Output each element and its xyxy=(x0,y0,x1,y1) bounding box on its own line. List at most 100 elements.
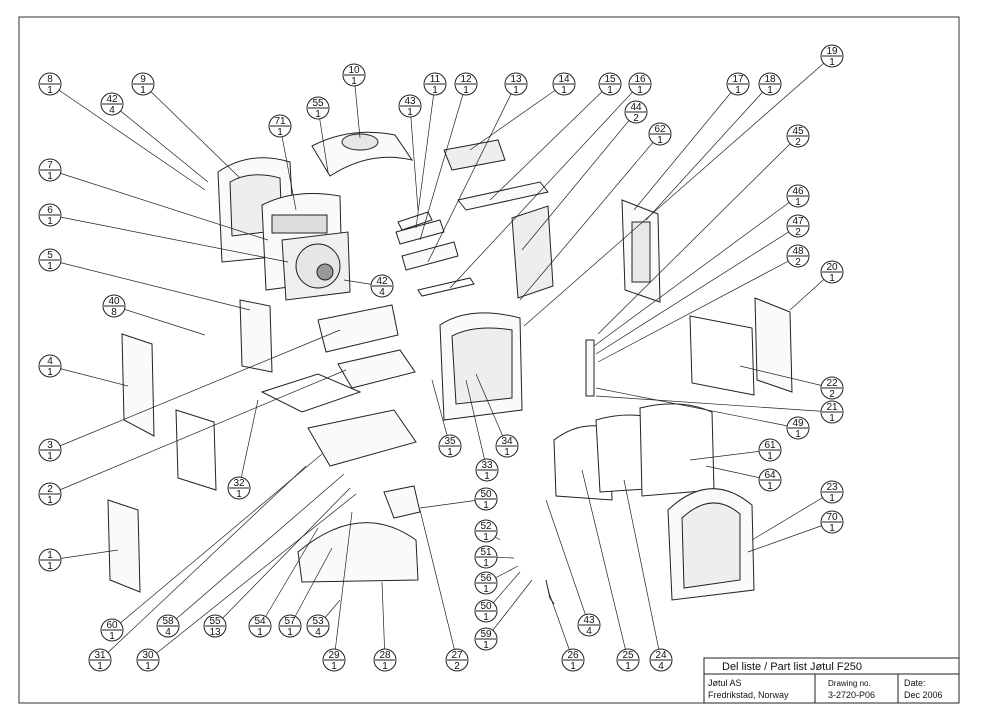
part-number: 2 xyxy=(47,484,53,495)
balloon-part-18: 181 xyxy=(758,72,782,96)
part-number: 59 xyxy=(480,629,492,640)
part-number: 70 xyxy=(826,512,838,523)
company-name: Jøtul AS xyxy=(708,678,742,688)
balloon-part-21: 211 xyxy=(820,400,844,424)
part-quantity: 1 xyxy=(447,447,453,458)
balloon-part-5: 51 xyxy=(38,248,62,272)
part-quantity: 4 xyxy=(586,626,592,637)
part-number: 53 xyxy=(312,616,324,627)
balloon-part-3: 31 xyxy=(38,438,62,462)
part-13 xyxy=(401,241,459,271)
part-balloons: 8191424716151408413121111015517114311111… xyxy=(38,44,844,672)
leader-line-18 xyxy=(645,83,771,221)
leader-line-9 xyxy=(142,83,241,179)
part-number: 30 xyxy=(142,650,154,661)
part-quantity: 1 xyxy=(257,627,263,638)
part-quantity: 1 xyxy=(767,85,773,96)
part-glass xyxy=(689,315,755,396)
leader-line-57 xyxy=(289,547,333,627)
leader-line-54 xyxy=(259,527,319,627)
part-quantity: 1 xyxy=(47,561,53,572)
part-number: 10 xyxy=(348,65,360,76)
part-quantity: 1 xyxy=(767,451,773,462)
part-quantity: 1 xyxy=(463,85,469,96)
part-number: 64 xyxy=(764,470,776,481)
balloon-part-2: 21 xyxy=(38,482,62,506)
leader-line-5 xyxy=(49,259,251,311)
balloon-part-49: 491 xyxy=(786,416,810,440)
leader-line-71 xyxy=(279,125,297,211)
leader-line-2 xyxy=(49,369,347,495)
parts-drawing xyxy=(107,131,793,605)
leader-line-11 xyxy=(415,83,436,229)
part-quantity: 1 xyxy=(504,447,510,458)
part-number: 12 xyxy=(460,74,472,85)
part-bottom-box xyxy=(307,409,417,467)
balloon-part-26: 261 xyxy=(561,648,585,672)
balloon-part-16: 161 xyxy=(628,72,652,96)
balloon-part-31: 311 xyxy=(88,648,112,672)
leader-line-12 xyxy=(419,83,467,241)
part-quantity: 1 xyxy=(735,85,741,96)
balloon-part-35: 351 xyxy=(438,434,462,458)
part-deflector xyxy=(260,373,362,413)
part-flue-outlet xyxy=(341,133,379,151)
part-ash-pan xyxy=(337,349,416,389)
part-quantity: 1 xyxy=(795,429,801,440)
part-number: 19 xyxy=(826,46,838,57)
balloon-part-62: 621 xyxy=(648,122,672,146)
part-quantity: 1 xyxy=(109,631,115,642)
part-base xyxy=(297,522,419,583)
leader-line-28 xyxy=(381,581,386,661)
part-14 xyxy=(443,139,506,171)
part-number: 55 xyxy=(312,98,324,109)
balloon-part-14: 141 xyxy=(552,72,576,96)
leader-line-43 xyxy=(409,105,419,211)
leader-line-59 xyxy=(485,579,533,640)
part-quantity: 4 xyxy=(658,661,664,672)
part-number: 42 xyxy=(106,94,118,105)
part-number: 25 xyxy=(622,650,634,661)
part-62 xyxy=(511,205,554,299)
part-quantity: 1 xyxy=(483,558,489,569)
leader-line-49 xyxy=(595,387,799,429)
parts-list-heading: Del liste / Part list Jøtul F250 xyxy=(722,661,862,673)
balloon-part-17: 171 xyxy=(726,72,750,96)
part-number: 61 xyxy=(764,440,776,451)
leader-line-43 xyxy=(545,499,590,626)
part-quantity: 2 xyxy=(795,227,801,238)
balloon-part-54: 541 xyxy=(248,614,272,638)
part-quantity: 1 xyxy=(47,216,53,227)
leader-line-34 xyxy=(475,373,508,447)
balloon-part-43: 434 xyxy=(577,613,601,637)
part-quantity: 1 xyxy=(315,109,321,120)
balloon-part-61: 611 xyxy=(758,438,782,462)
balloon-part-12: 121 xyxy=(454,72,478,96)
balloon-part-33: 331 xyxy=(475,458,499,482)
part-number: 32 xyxy=(233,478,245,489)
balloon-part-8: 81 xyxy=(38,72,62,96)
balloon-part-13: 131 xyxy=(504,72,528,96)
part-left-back xyxy=(239,299,273,373)
balloon-part-19: 191 xyxy=(820,44,844,68)
part-number: 3 xyxy=(47,440,53,451)
part-quantity: 1 xyxy=(432,85,438,96)
balloon-part-23: 231 xyxy=(820,480,844,504)
part-side-glass xyxy=(175,409,217,491)
part-number: 71 xyxy=(274,116,286,127)
part-number: 44 xyxy=(630,102,642,113)
part-number: 27 xyxy=(451,650,463,661)
balloon-part-44: 442 xyxy=(624,100,648,124)
leader-line-26 xyxy=(547,589,574,661)
leader-line-17 xyxy=(633,83,739,211)
balloon-part-30: 301 xyxy=(136,648,160,672)
leader-line-16 xyxy=(449,83,641,289)
part-number: 40 xyxy=(108,296,120,307)
title-block-frame xyxy=(703,657,960,704)
part-number: 60 xyxy=(106,620,118,631)
balloon-part-71: 711 xyxy=(268,114,292,138)
leader-line-45 xyxy=(597,135,799,335)
balloon-part-51: 511 xyxy=(474,545,498,569)
balloon-part-24: 244 xyxy=(649,648,673,672)
balloon-part-32: 321 xyxy=(227,476,251,500)
